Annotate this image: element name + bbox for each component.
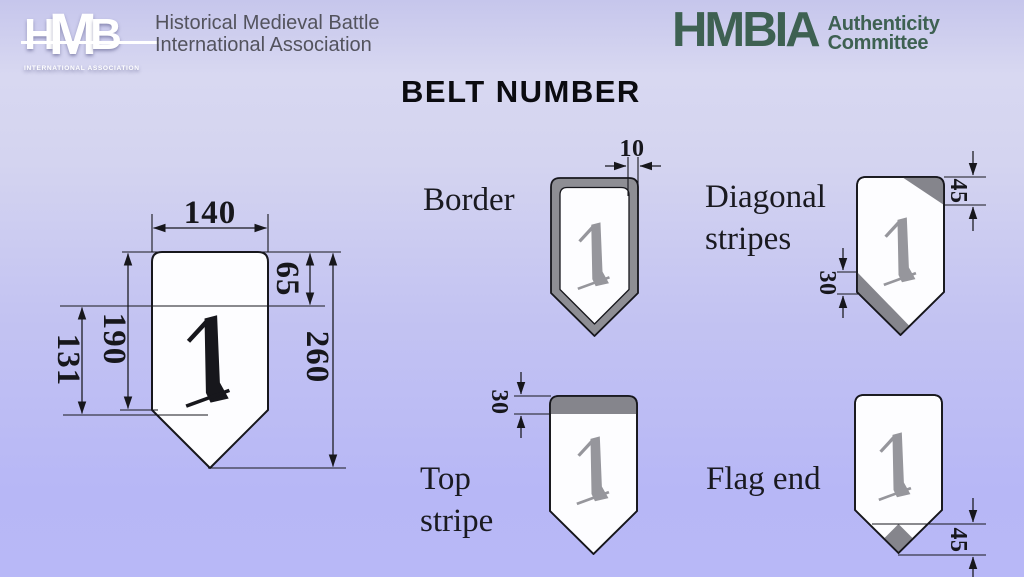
dimension-label-top-margin: 65 [269, 262, 305, 297]
page-title: BELT NUMBER [401, 74, 641, 109]
extension-lines [60, 214, 346, 469]
top-stripe-band [550, 396, 637, 414]
logo-letter-b: B [90, 10, 122, 59]
hmb-logo-letters: H M B [21, 2, 159, 67]
diagonal-stripes-label: Diagonal stripes [705, 177, 826, 260]
pennant-outline [549, 395, 638, 555]
hmb-logo: H M B INTERNATIONAL ASSOCIATION [21, 2, 159, 72]
dimension-label-diagonal-top: 45 [945, 179, 971, 204]
dimension-label-straight-height: 190 [96, 313, 132, 366]
dimension-label-width: 140 [184, 195, 237, 231]
stripe-overlays [857, 177, 944, 335]
extension-lines [837, 176, 986, 295]
dimension-label-stripe-height: 30 [486, 390, 512, 415]
pennant-outline [854, 394, 943, 554]
bottom-left-stripe [857, 272, 910, 335]
org-name-line1: Historical Medieval Battle [155, 12, 380, 34]
committee-name: Authenticity Committee [828, 8, 940, 53]
dimension-label-numeral-height: 131 [50, 334, 86, 387]
variant-top-stripe: 30 [486, 372, 638, 555]
top-stripe-label-line1: Top [420, 461, 471, 497]
top-right-triangle [902, 177, 944, 205]
dimension-label-total-height: 260 [299, 331, 335, 384]
committee-acronym: HMBIA [672, 3, 821, 57]
stripe-overlays [550, 396, 637, 414]
variant-border: 10 [550, 136, 661, 337]
dimension-lines [77, 223, 338, 467]
border-label: Border [423, 182, 515, 218]
committee-name-line1: Authenticity [827, 13, 940, 35]
variant-flag-end: 45 [854, 394, 986, 577]
flag-end-label: Flag end [706, 461, 821, 497]
diagonal-stripes-label-line1: Diagonal [705, 179, 826, 215]
logo-letter-m: M [48, 2, 98, 67]
top-stripe-label: Top stripe [420, 459, 493, 542]
top-stripe-label-line2: stripe [420, 502, 494, 539]
dimension-label-flag-end-size: 45 [945, 528, 971, 553]
diagonal-stripes-label-line2: stripes [705, 220, 792, 257]
extension-lines [872, 523, 986, 556]
logo-subtitle: INTERNATIONAL ASSOCIATION [24, 65, 140, 72]
variant-diagonal-stripes: 45 30 [814, 151, 986, 336]
dimension-label-border-thickness: 10 [620, 136, 645, 162]
extension-lines [514, 395, 551, 415]
logo-letter-h: H [24, 10, 56, 59]
dimension-label-diagonal-bottom: 30 [814, 271, 840, 296]
extension-lines [627, 157, 639, 196]
org-name-line2: International Association [155, 33, 372, 56]
dimension-lines [838, 151, 978, 318]
main-diagram: 140 65 190 131 260 [50, 195, 346, 469]
committee-block: HMBIA Authenticity Committee [672, 3, 940, 57]
org-name: Historical Medieval Battle International… [155, 12, 380, 56]
committee-name-line2: Committee [827, 32, 929, 54]
logo-lance-line [21, 41, 159, 44]
pennant-outline [856, 176, 945, 336]
